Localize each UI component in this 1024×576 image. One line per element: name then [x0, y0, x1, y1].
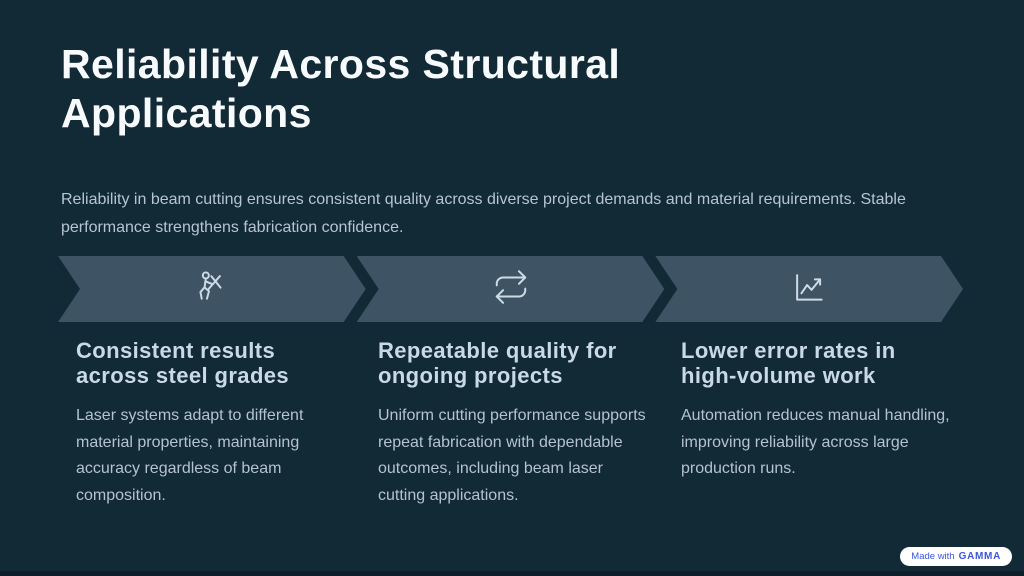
made-with-gamma-badge[interactable]: Made with GAMMA [900, 547, 1012, 566]
feature-heading-1-line-1: Consistent results [76, 338, 276, 363]
line-chart-icon [790, 268, 828, 311]
feature-heading-2: Repeatable quality for ongoing projects [378, 338, 674, 388]
feature-body-1-line: material properties, maintaining [76, 433, 300, 451]
repeat-icon [492, 268, 530, 311]
page-title-line-1: Reliability Across Structural [61, 41, 621, 87]
feature-body-1-line: Laser systems adapt to different [76, 407, 304, 424]
intro-paragraph: Reliability in beam cutting ensures cons… [61, 186, 906, 241]
arrow-banner-3 [655, 256, 963, 322]
feature-heading-3: Lower error rates in high-volume work [681, 338, 977, 388]
feature-column-3: Lower error rates in high-volume work Au… [681, 338, 977, 483]
intro-line-1: Reliability in beam cutting ensures cons… [61, 191, 906, 208]
feature-body-2-line: Uniform cutting performance supports [378, 407, 646, 424]
feature-body-2: Uniform cutting performance supports rep… [378, 403, 674, 509]
feature-body-3-line: Automation reduces manual handling, [681, 407, 950, 424]
arrow-banner-2 [357, 256, 665, 322]
feature-heading-2-line-2: ongoing projects [378, 363, 563, 388]
feature-heading-2-line-1: Repeatable quality for [378, 338, 617, 363]
feature-heading-3-line-2: high-volume work [681, 363, 876, 388]
bottom-edge-bar [0, 571, 1024, 576]
feature-body-3: Automation reduces manual handling, impr… [681, 403, 977, 483]
page-title: Reliability Across Structural Applicatio… [61, 40, 620, 138]
gamma-logo-text: GAMMA [958, 551, 1001, 562]
page-title-line-2: Applications [61, 90, 312, 136]
arrow-banner-1 [58, 256, 366, 322]
intro-line-2: performance strengthens fabrication conf… [61, 218, 404, 236]
feature-body-3-line: improving reliability across large [681, 433, 909, 451]
process-arrow-row [58, 256, 963, 322]
feature-body-2-line: outcomes, including beam laser [378, 460, 604, 477]
badge-prefix-text: Made with [911, 551, 955, 562]
feature-body-2-line: cutting applications. [378, 486, 519, 504]
feature-column-2: Repeatable quality for ongoing projects … [378, 338, 674, 509]
feature-body-2-line: repeat fabrication with dependable [378, 433, 623, 451]
feature-heading-3-line-1: Lower error rates in [681, 338, 896, 363]
feature-body-1-line: composition. [76, 486, 166, 504]
feature-body-3-line: production runs. [681, 460, 796, 477]
feature-heading-1-line-2: across steel grades [76, 363, 290, 388]
feature-column-1: Consistent results across steel grades L… [76, 338, 372, 509]
feature-body-1-line: accuracy regardless of beam [76, 460, 282, 477]
feature-heading-1: Consistent results across steel grades [76, 338, 372, 388]
fencing-person-icon [193, 268, 231, 311]
feature-body-1: Laser systems adapt to different materia… [76, 403, 372, 509]
